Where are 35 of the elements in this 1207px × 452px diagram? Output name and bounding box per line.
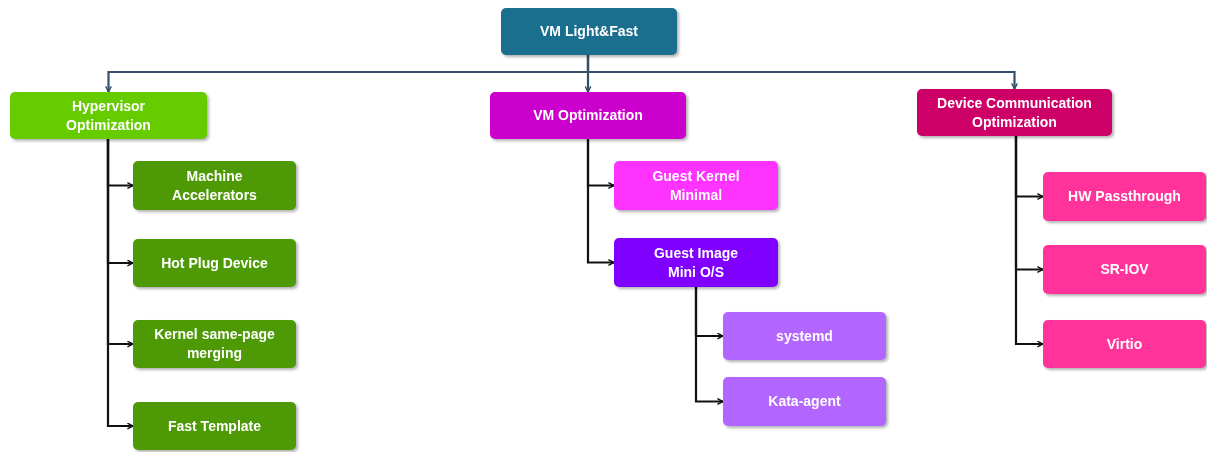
box-label: Guest Kernel Minimal <box>651 166 741 205</box>
box-label: Kata-agent <box>768 392 841 411</box>
box-label: HW Passthrough <box>1068 187 1181 206</box>
process-box <box>133 402 296 450</box>
box-label: VM Light&Fast <box>540 22 638 41</box>
box-label: Virtio <box>1106 334 1143 354</box>
arrow <box>694 287 724 405</box>
arrow <box>586 55 1018 90</box>
process-box <box>723 377 886 426</box>
box-label: systemd <box>776 326 833 346</box>
box-label: Device Communication Optimization <box>936 93 1093 132</box>
box-label: Hypervisor Optimization <box>65 96 152 135</box>
process-box <box>614 161 778 210</box>
process-box <box>490 92 686 139</box>
process-box <box>133 239 296 287</box>
arrow <box>1014 136 1044 348</box>
process-box <box>723 312 886 360</box>
arrow <box>106 139 134 430</box>
box-label: Kernel same-page merging <box>153 325 276 363</box>
process-box <box>133 161 296 210</box>
process-box <box>501 8 677 55</box>
box-label: Guest Image Mini O/S <box>653 243 739 282</box>
arrow <box>586 139 615 266</box>
box-label: VM Optimization <box>533 106 643 125</box>
process-box <box>1043 245 1206 294</box>
process-box <box>917 89 1112 136</box>
box-label: Machine Accelerators <box>171 166 258 205</box>
box-label: Hot Plug Device <box>161 253 268 273</box>
box-label: SR-IOV <box>1100 260 1149 279</box>
process-box <box>1043 320 1206 368</box>
process-box <box>1043 172 1206 221</box>
process-box <box>10 92 207 139</box>
process-box <box>614 238 778 287</box>
box-label: Fast Template <box>167 416 262 436</box>
process-box <box>133 320 296 368</box>
